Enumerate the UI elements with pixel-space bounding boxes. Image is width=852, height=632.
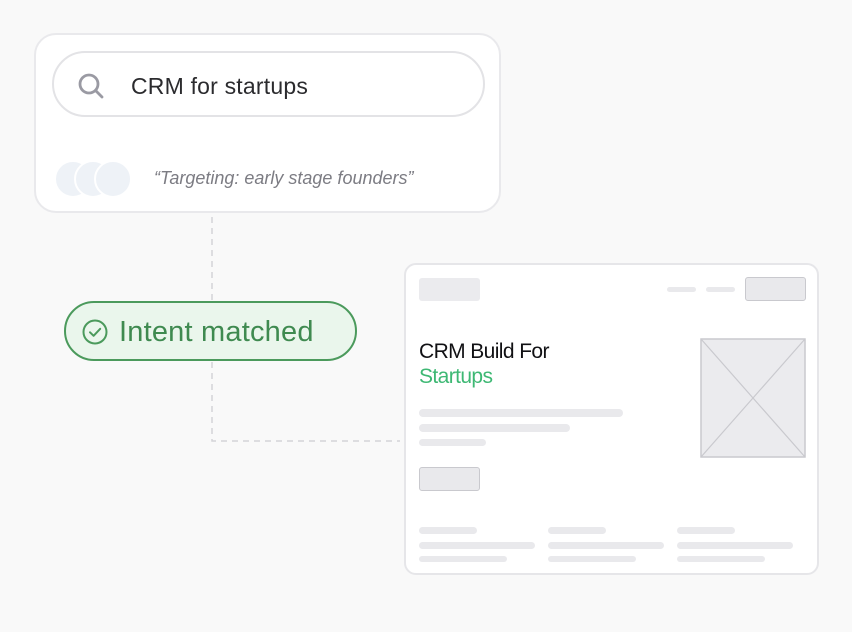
image-placeholder-icon	[700, 338, 806, 458]
feature-line-placeholder	[548, 542, 664, 549]
feature-title-placeholder	[419, 527, 477, 534]
search-card: CRM for startups “Targeting: early stage…	[34, 33, 501, 213]
intent-label: Intent matched	[119, 316, 314, 348]
logo-placeholder	[419, 278, 480, 301]
nav-link-placeholder	[706, 287, 735, 292]
hero-headline: CRM Build For Startups	[419, 339, 549, 389]
hero-headline-line1: CRM Build For	[419, 340, 549, 363]
feature-title-placeholder	[548, 527, 606, 534]
search-query: CRM for startups	[131, 73, 309, 99]
hero-headline-line2: Startups	[419, 365, 493, 388]
intent-matched-badge: Intent matched	[64, 301, 357, 361]
feature-line-placeholder	[419, 556, 507, 562]
landing-page-preview: CRM Build For Startups	[404, 263, 819, 575]
text-line-placeholder	[419, 424, 570, 432]
search-icon	[78, 73, 104, 99]
nav-link-placeholder	[667, 287, 696, 292]
hero-button-placeholder	[419, 467, 480, 491]
check-circle-icon	[82, 319, 108, 345]
audience-avatars	[54, 160, 144, 198]
feature-line-placeholder	[677, 542, 793, 549]
feature-title-placeholder	[677, 527, 735, 534]
search-input[interactable]: CRM for startups	[52, 51, 485, 117]
nav-cta-placeholder	[745, 277, 806, 301]
text-line-placeholder	[419, 409, 623, 417]
text-line-placeholder	[419, 439, 486, 446]
feature-line-placeholder	[677, 556, 765, 562]
targeting-quote: “Targeting: early stage founders”	[154, 168, 414, 188]
avatar	[94, 160, 132, 198]
feature-line-placeholder	[419, 542, 535, 549]
feature-line-placeholder	[548, 556, 636, 562]
